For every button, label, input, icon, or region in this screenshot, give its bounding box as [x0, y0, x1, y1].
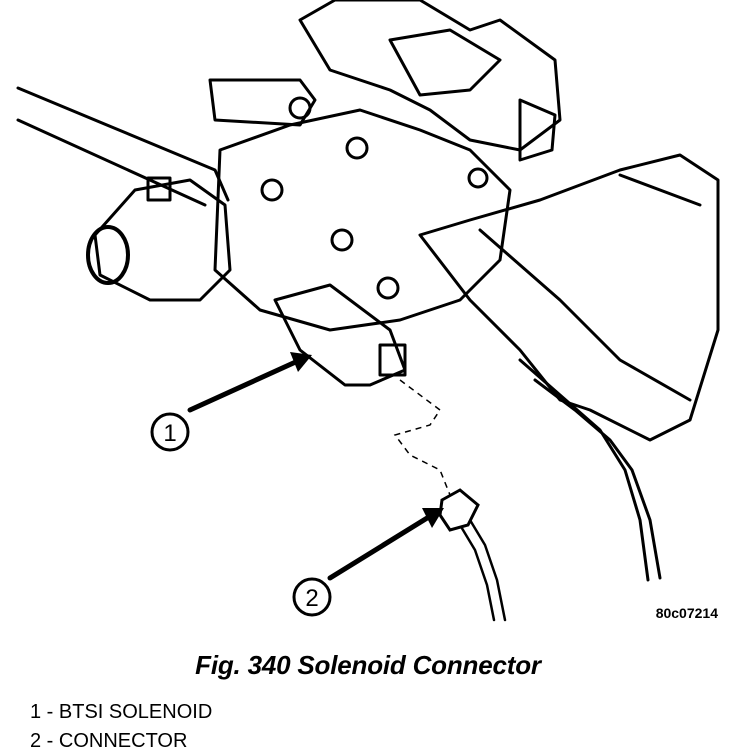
callout-number-1: 1: [163, 420, 176, 447]
btsi-solenoid: [273, 283, 407, 387]
connector-wire: [458, 518, 507, 622]
callout-circle-1: [150, 412, 190, 452]
central-body: [213, 108, 512, 332]
figure-code: 80c07214: [656, 605, 719, 621]
callout-number-2: 2: [305, 585, 318, 612]
left-fitting: [93, 178, 232, 302]
figure-caption: Fig. 340 Solenoid Connector: [195, 650, 541, 680]
callout-arrow-1: [187, 357, 303, 413]
legend: 1 - BTSI SOLENOID 2 - CONNECTOR: [30, 698, 212, 756]
dashed-guide: [393, 379, 451, 496]
upper-housing: [298, 0, 562, 152]
shift-rod: [16, 86, 230, 207]
connector: [438, 488, 480, 532]
legend-item-btsi-solenoid: 1 - BTSI SOLENOID: [30, 701, 213, 723]
callout-circle-2: [292, 577, 332, 617]
column-bracket: [418, 153, 720, 442]
shift-cable: [518, 358, 662, 582]
steering-column-illustration: 1 2 80c07214: [16, 0, 720, 622]
legend-item-connector: 2 - CONNECTOR: [30, 730, 188, 752]
callout-arrow-2: [327, 512, 435, 581]
